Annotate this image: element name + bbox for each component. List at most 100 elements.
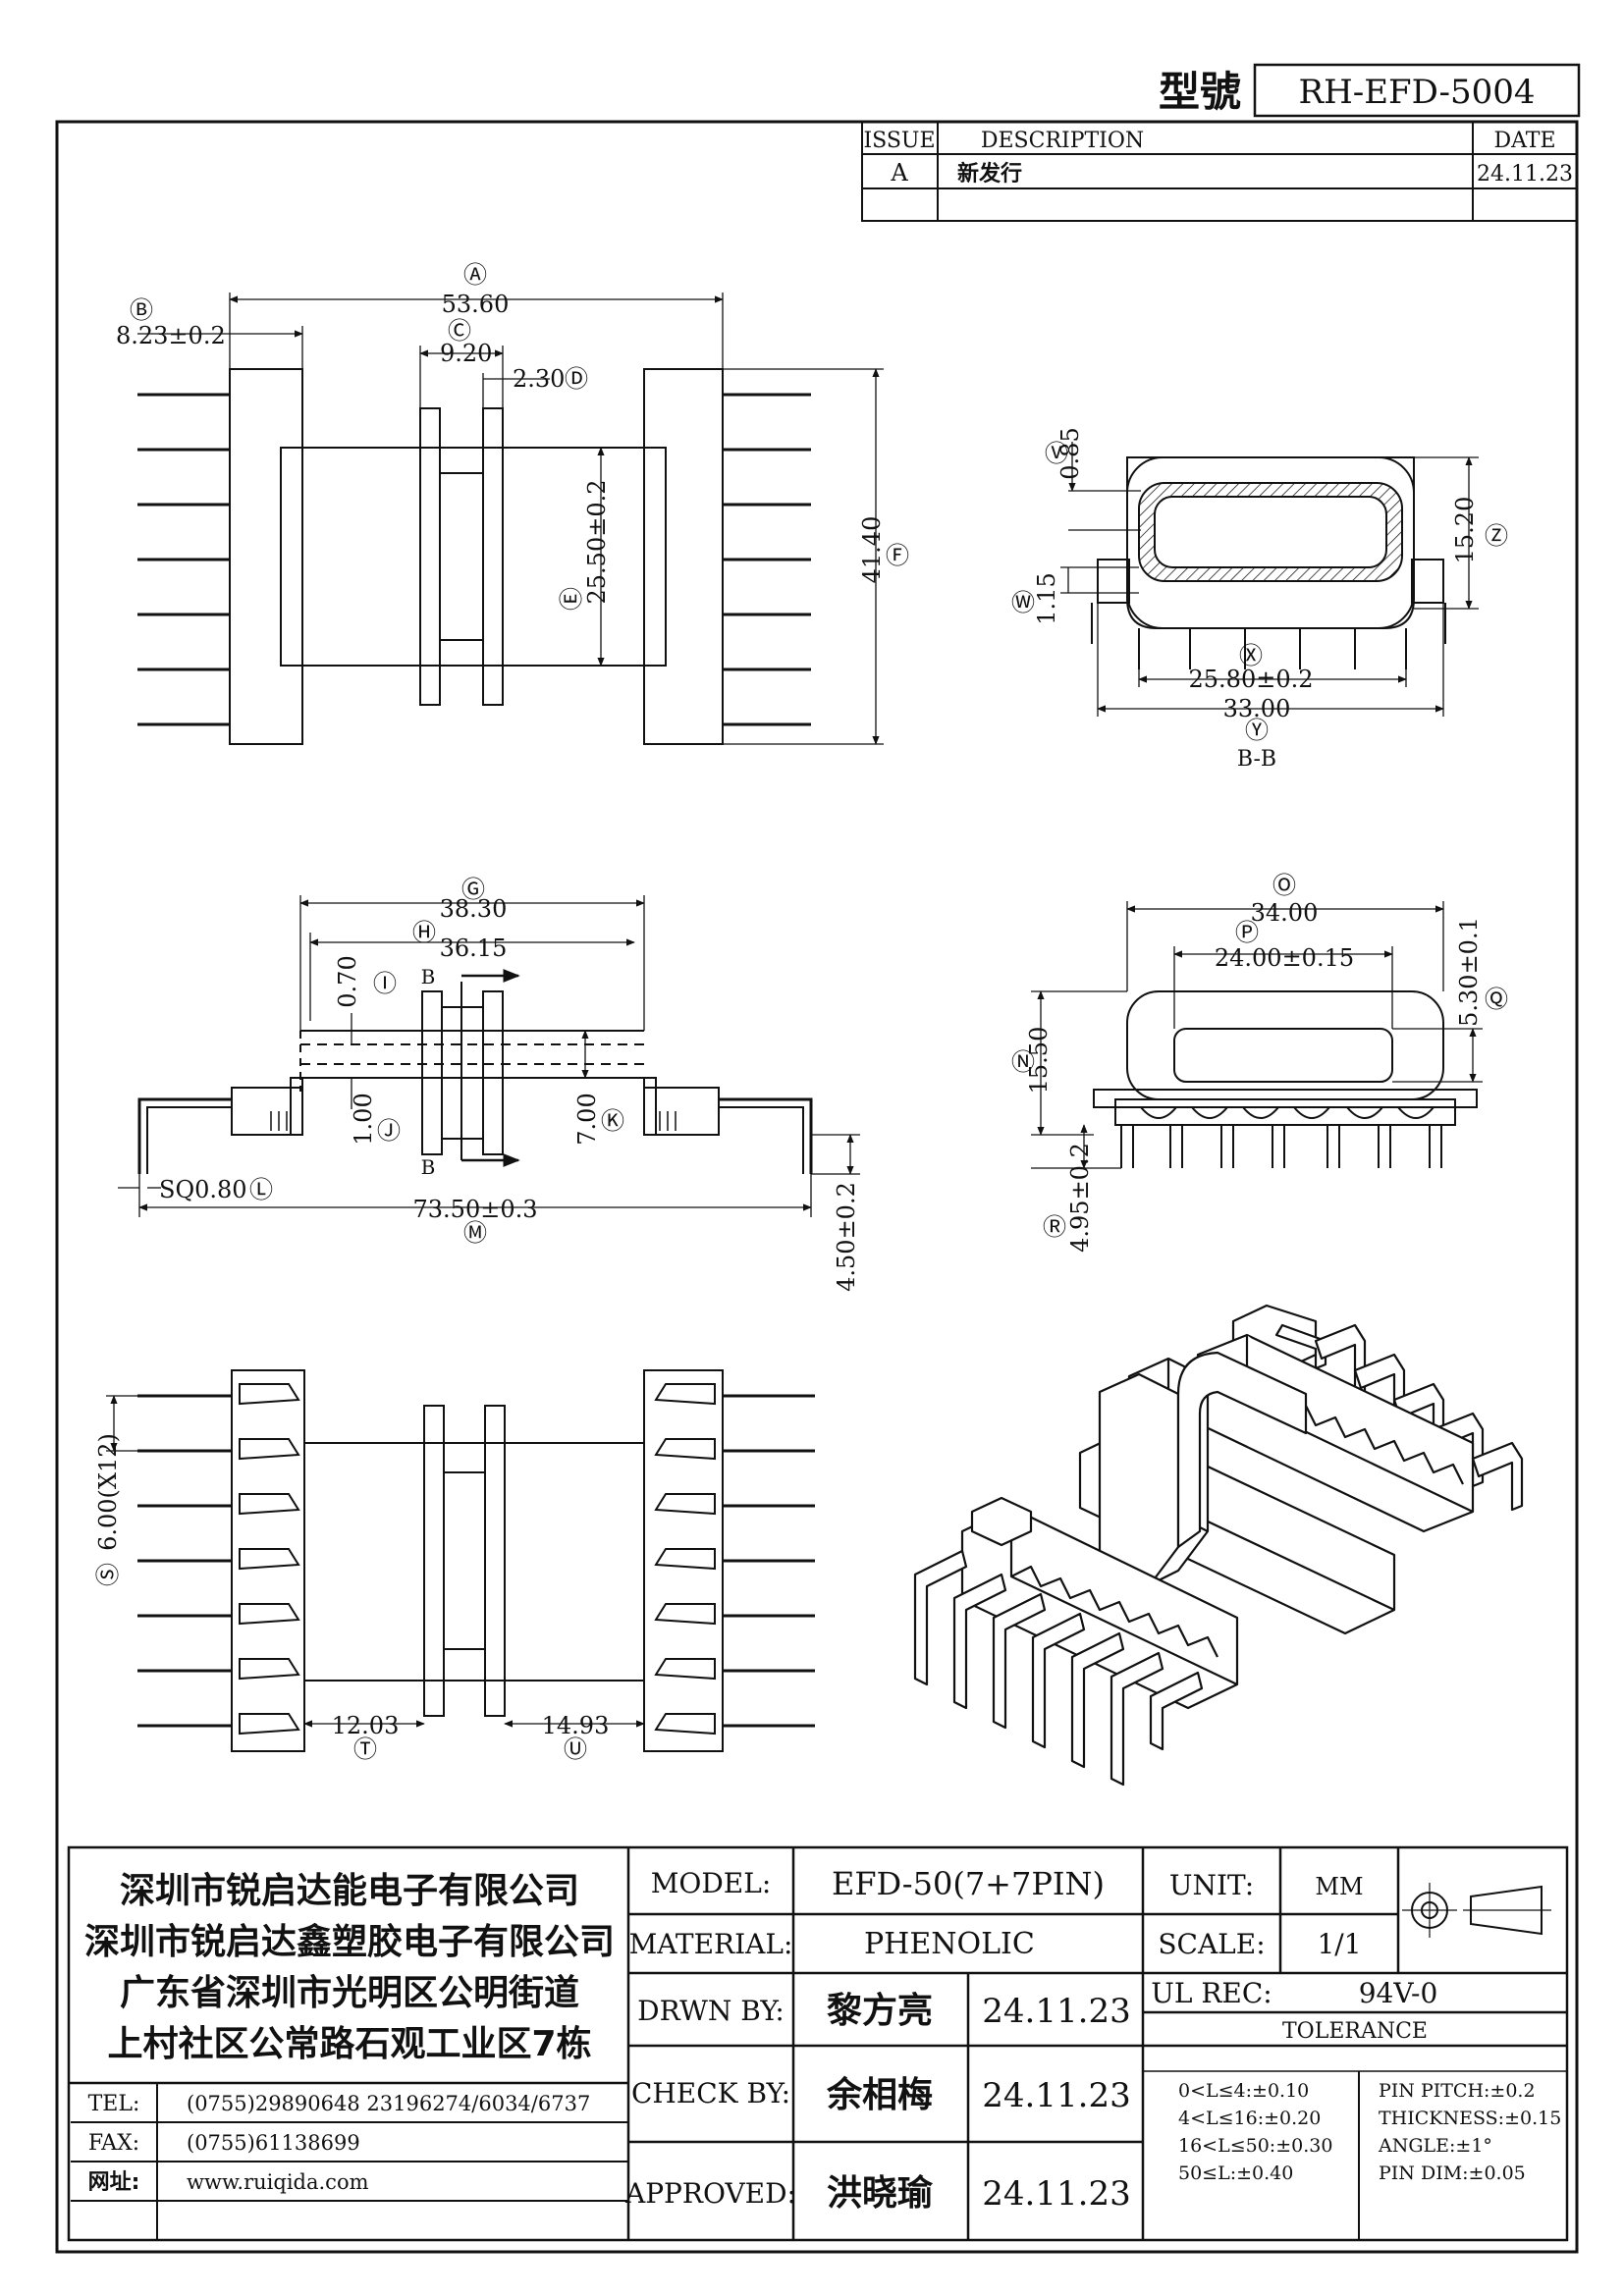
dim-R: 4.95±0.2 <box>1066 1143 1094 1253</box>
revision-table <box>861 121 1578 222</box>
approved-label: APPROVED: <box>624 2177 796 2210</box>
material-value: PHENOLIC <box>864 1927 1035 1961</box>
rev-header-description: DESCRIPTION <box>981 129 1144 153</box>
ul-value: 94V-0 <box>1359 1977 1438 2009</box>
dim-X: 25.80±0.2 <box>1189 666 1314 693</box>
dim-Q: 5.30±0.1 <box>1455 917 1483 1027</box>
mark-X: Ⓧ <box>1239 642 1263 669</box>
company-line-2: 深圳市锐启达鑫塑胶电子有限公司 <box>84 1922 615 1962</box>
dim-W: 1.15 <box>1033 572 1060 624</box>
mark-L: Ⓛ <box>249 1176 273 1203</box>
dim-T: 12.03 <box>332 1712 400 1739</box>
dim-D: 2.30 <box>513 365 565 393</box>
mark-C: Ⓒ <box>448 317 471 345</box>
dim-F: 41.40 <box>858 516 886 584</box>
drawn-name: 黎方亮 <box>827 1991 933 2031</box>
section-label: B-B <box>1237 747 1276 772</box>
rev-header-issue: ISSUE <box>863 129 935 153</box>
mark-E: Ⓔ <box>558 587 585 611</box>
dim-Y: 33.00 <box>1223 695 1291 722</box>
mark-J: Ⓙ <box>377 1117 401 1145</box>
dim-E: 25.50±0.2 <box>583 480 611 605</box>
mark-Q: Ⓠ <box>1485 986 1508 1013</box>
approved-name: 洪晓瑜 <box>827 2173 934 2214</box>
model-box <box>1253 63 1581 118</box>
tolerance-right-1: PIN PITCH:±0.2 <box>1379 2080 1536 2102</box>
model-number: RH-EFD-5004 <box>1298 73 1535 112</box>
dim-C: 9.20 <box>440 340 492 367</box>
dim-G: 38.30 <box>440 895 508 923</box>
drawn-date: 24.11.23 <box>982 1992 1130 2031</box>
web-value: www.ruiqida.com <box>187 2170 369 2194</box>
mark-T: Ⓣ <box>353 1735 377 1763</box>
company-line-1: 深圳市锐启达能电子有限公司 <box>120 1871 579 1911</box>
end-view <box>1031 901 1483 1169</box>
bottom-view <box>106 1369 815 1752</box>
check-name: 余相梅 <box>826 2074 933 2115</box>
mark-D: Ⓓ <box>565 365 588 393</box>
dim-S: 6.00(X12) <box>94 1433 122 1551</box>
unit-value: MM <box>1315 1873 1363 1900</box>
ul-label: UL REC: <box>1151 1977 1272 2009</box>
mark-G: Ⓖ <box>461 876 485 903</box>
mark-F: Ⓕ <box>886 542 909 569</box>
mark-S: Ⓢ <box>94 1563 122 1586</box>
mark-O: Ⓞ <box>1272 872 1296 899</box>
header: 型號 RH-EFD-5004 <box>1159 63 1581 118</box>
mark-U: Ⓤ <box>564 1735 587 1763</box>
rev-description: 新发行 <box>957 161 1022 187</box>
scale-value: 1/1 <box>1317 1928 1361 1960</box>
check-label: CHECK BY: <box>631 2077 790 2109</box>
top-view <box>137 293 884 745</box>
tolerance-left-3: 16<L≤50:±0.30 <box>1178 2135 1332 2157</box>
outer-border <box>55 120 1579 2254</box>
section-view <box>1060 442 1479 717</box>
mark-H: Ⓗ <box>412 919 436 946</box>
dim-M: 73.50±0.3 <box>413 1196 538 1223</box>
material-label: MATERIAL: <box>629 1928 793 1960</box>
company-line-4: 上村社区公常路石观工业区7栋 <box>107 2024 591 2064</box>
dim-K: 7.00 <box>573 1093 601 1145</box>
tolerance-right-2: THICKNESS:±0.15 <box>1379 2108 1561 2129</box>
rev-issue: A <box>890 159 908 187</box>
dim-pin-length: 4.50±0.2 <box>833 1182 860 1292</box>
mark-B: Ⓑ <box>130 296 153 324</box>
projection-symbol-icon <box>1402 1883 1551 1938</box>
dim-I: 0.70 <box>334 955 361 1007</box>
dim-N: 15.50 <box>1025 1027 1053 1095</box>
tolerance-right-3: ANGLE:±1° <box>1378 2135 1492 2157</box>
approved-date: 24.11.23 <box>982 2174 1130 2214</box>
side-view <box>118 895 860 1217</box>
mark-Z: Ⓩ <box>1485 522 1508 550</box>
fax-label: FAX: <box>88 2131 139 2156</box>
check-date: 24.11.23 <box>982 2076 1130 2115</box>
dim-H: 36.15 <box>440 934 508 962</box>
tolerance-right-4: PIN DIM:±0.05 <box>1379 2163 1526 2184</box>
scale-label: SCALE: <box>1158 1928 1265 1960</box>
isometric-view <box>913 1304 1524 1787</box>
mark-A: Ⓐ <box>463 261 487 289</box>
rev-header-date: DATE <box>1493 129 1555 153</box>
model-label: 型號 <box>1159 68 1241 116</box>
mark-Y: Ⓨ <box>1245 717 1269 744</box>
dim-U: 14.93 <box>542 1712 610 1739</box>
tel-value: (0755)29890648 23196274/6034/6737 <box>187 2092 590 2115</box>
mark-K: Ⓚ <box>601 1107 624 1135</box>
fax-value: (0755)61138699 <box>187 2131 360 2155</box>
tolerance-left-2: 4<L≤16:±0.20 <box>1178 2108 1321 2129</box>
web-label: 网址: <box>88 2170 140 2195</box>
model-field-label: MODEL: <box>651 1867 772 1899</box>
dim-Z: 15.20 <box>1451 497 1479 564</box>
dim-L: SQ0.80 <box>159 1176 247 1203</box>
dim-A: 53.60 <box>442 291 510 318</box>
dim-B: 8.23±0.2 <box>116 322 226 349</box>
mark-M: Ⓜ <box>463 1219 487 1247</box>
dim-J: 1.00 <box>350 1093 377 1145</box>
mark-R: Ⓡ <box>1043 1213 1066 1241</box>
mark-N: Ⓝ <box>1011 1048 1035 1076</box>
mark-P: Ⓟ <box>1235 919 1259 946</box>
tel-label: TEL: <box>88 2092 140 2116</box>
tolerance-title: TOLERANCE <box>1282 2019 1428 2044</box>
model-field-value: EFD-50(7+7PIN) <box>832 1865 1105 1902</box>
